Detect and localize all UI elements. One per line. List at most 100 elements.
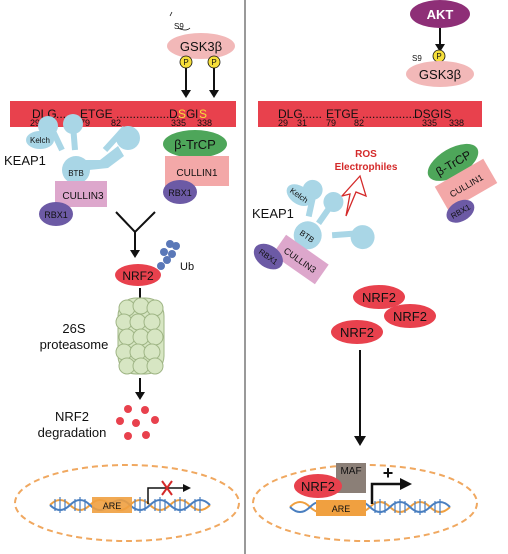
seq-dots: ...... xyxy=(302,107,322,121)
phospho-label-right: P xyxy=(436,52,441,61)
keap1-complex-right: Kelch BTB CULLIN3 RBX1 xyxy=(253,179,375,285)
nrf2-free-3 xyxy=(331,320,383,344)
nrf2-neh2-bar-right xyxy=(258,101,482,127)
cullin3-label-left: CULLIN3 xyxy=(62,191,104,202)
degraded-fragments xyxy=(116,405,159,440)
arrowhead xyxy=(435,44,445,52)
cullin3-left xyxy=(55,181,107,207)
seq-num-29-right: 29 xyxy=(278,118,288,128)
phospho-label-2: P xyxy=(211,58,216,67)
arrowhead xyxy=(209,90,219,98)
nrf2-free-1 xyxy=(353,285,405,309)
ros-label-1: ROS xyxy=(355,149,377,160)
are-box-left xyxy=(92,497,132,513)
gsk3b-left xyxy=(167,33,235,59)
nucleus-left xyxy=(14,464,240,542)
seq-num-335: 335 xyxy=(171,118,186,128)
seq-num-29: 29 xyxy=(30,118,40,128)
rbx1b-label-left: RBX1 xyxy=(168,188,192,198)
seq-etge-right: ETGE xyxy=(326,107,359,121)
seq-s338: S xyxy=(199,107,207,121)
rbx1-left xyxy=(39,202,73,226)
keap1-label-right: KEAP1 xyxy=(252,206,294,221)
cullin1-right xyxy=(434,158,498,212)
proteasome xyxy=(115,297,165,375)
seq-num-338: 338 xyxy=(197,118,212,128)
btrcp-label-left: β-TrCP xyxy=(174,137,216,152)
proteasome-label-2: proteasome xyxy=(40,337,109,352)
kelch-label-left: Kelch xyxy=(30,136,50,145)
maf-label: MAF xyxy=(340,466,361,477)
nrf2-label-nuclear: NRF2 xyxy=(301,479,335,494)
ub-bead xyxy=(160,248,168,256)
seq-num-82-right: 82 xyxy=(354,118,364,128)
keap1-btb-domain xyxy=(62,156,90,184)
seq-num-335-right: 335 xyxy=(422,118,437,128)
seq-num-31-right: 31 xyxy=(297,118,307,128)
lightning-icon xyxy=(340,174,368,217)
transcription-arrow-active xyxy=(370,482,402,504)
ros-label-2: Electrophiles xyxy=(335,162,398,173)
btb-label-left: BTB xyxy=(68,169,84,178)
rbx1b-left xyxy=(163,180,197,204)
dna-right xyxy=(289,499,451,515)
btrcp-left xyxy=(163,130,227,158)
keap1-label-left: KEAP1 xyxy=(4,153,46,168)
ub-bead xyxy=(168,250,176,258)
rbx1-label-left: RBX1 xyxy=(44,210,68,220)
proteasome-label-1: 26S xyxy=(62,321,85,336)
seq-d: D xyxy=(169,107,178,121)
keap1-kelch-bead xyxy=(38,116,58,136)
keap1-kelch-bead xyxy=(63,114,83,134)
degradation-label-2: degradation xyxy=(38,425,107,440)
seq-num-338-right: 338 xyxy=(449,118,464,128)
are-label-left: ARE xyxy=(103,501,122,511)
gsk3b-label-left: GSK3β xyxy=(180,39,222,54)
seq-i: I xyxy=(195,107,198,121)
are-label-right: ARE xyxy=(332,504,351,514)
ub-label: Ub xyxy=(180,261,194,273)
seq-num-79-right: 79 xyxy=(326,118,336,128)
gsk3b-right xyxy=(406,61,474,87)
seq-num-82: 82 xyxy=(111,118,121,128)
seq-dlg-right: DLG xyxy=(278,107,303,121)
nrf2-label-left: NRF2 xyxy=(122,269,154,283)
ub-bead xyxy=(157,262,165,270)
s9-tail xyxy=(169,11,191,31)
seq-s335: S xyxy=(178,107,186,121)
cullin1-label-left: CULLIN1 xyxy=(176,168,218,179)
converging-arrow xyxy=(115,211,156,252)
btrcp-complex-right: β-TrCP CULLIN1 RBX1 xyxy=(427,143,498,223)
s9-label-left: S9 xyxy=(174,22,184,31)
arrowhead xyxy=(135,392,145,400)
gsk3b-label-right: GSK3β xyxy=(419,67,461,82)
seq-dots: .................... xyxy=(116,107,183,121)
nrf2-label-free-1: NRF2 xyxy=(362,290,396,305)
rbx1b-right xyxy=(446,199,475,223)
arrowhead xyxy=(400,478,412,490)
ub-bead xyxy=(166,240,174,248)
s9-label-right: S9 xyxy=(412,54,422,63)
nrf2-label-free-3: NRF2 xyxy=(340,325,374,340)
arrowhead xyxy=(354,436,366,446)
blocked-x-icon xyxy=(161,480,173,496)
nrf2-left xyxy=(115,264,161,286)
ub-bead xyxy=(163,256,171,264)
akt-label: AKT xyxy=(427,7,454,22)
seq-dots: ................. xyxy=(362,107,419,121)
arrowhead xyxy=(181,90,191,98)
seq-etge: ETGE xyxy=(80,107,113,121)
nrf2-free-2 xyxy=(384,304,436,328)
ubiquitin-chain xyxy=(157,240,180,270)
keap1-arms xyxy=(47,123,128,153)
arrowhead xyxy=(183,484,191,492)
seq-num-79: 79 xyxy=(80,118,90,128)
seq-g: G xyxy=(186,107,195,121)
keap1-kelch-bead xyxy=(116,126,140,150)
activation-plus: + xyxy=(383,463,394,483)
btrcp-right xyxy=(427,143,479,181)
arrowhead xyxy=(130,250,140,258)
nrf2-label-free-2: NRF2 xyxy=(393,309,427,324)
seq-dsgis-right: DSGIS xyxy=(414,107,451,121)
